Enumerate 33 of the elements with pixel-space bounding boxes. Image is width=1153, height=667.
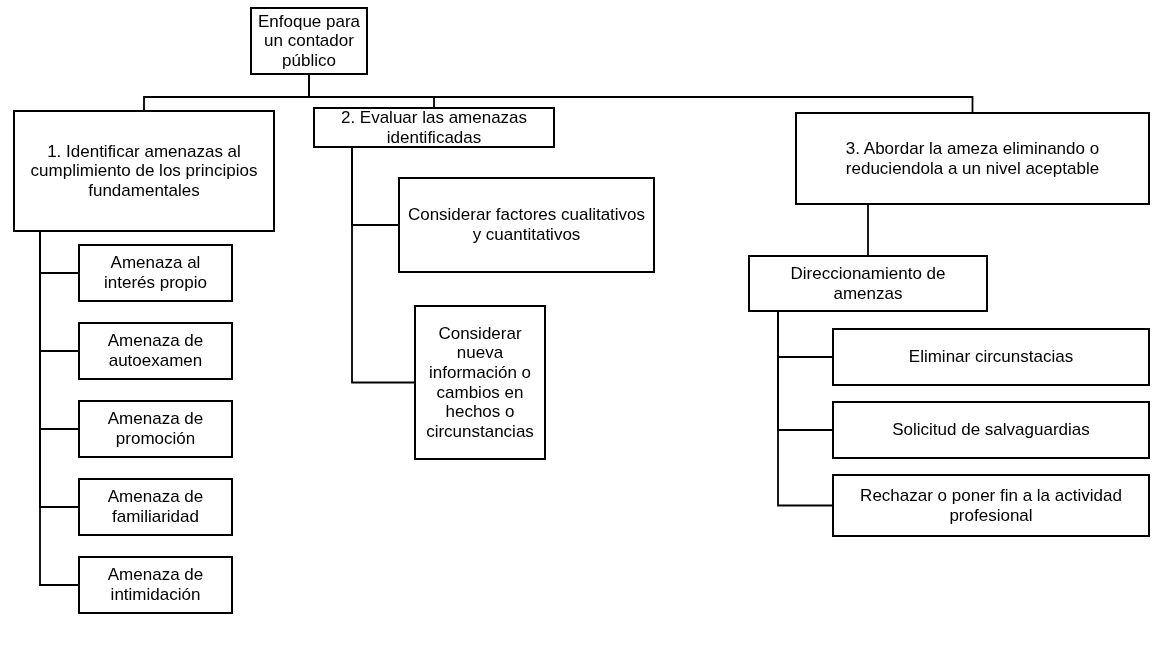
connector-line [351,147,415,384]
process-box [13,110,275,232]
box-text: Amenaza de autoexamen [106,331,205,371]
process-box [795,112,1150,205]
box-text: 2. Evaluar las amenazas identificadas [339,107,529,148]
process-box [398,177,655,273]
box-text: Amenaza al interés propio [103,253,208,293]
connector-line [777,311,833,507]
box-text: Amenaza de promoción [106,409,205,449]
box-text: Considerar nueva información o cambios en hechos o circunstancias [425,323,535,442]
process-box [250,7,368,75]
process-box [414,305,546,460]
box-text: Eliminar circunstacias [908,347,1074,367]
process-box [78,244,233,302]
connector-line [867,204,869,256]
process-box [748,255,988,312]
process-box [313,107,555,148]
box-text: Amenaza de familiaridad [106,487,205,527]
process-box [78,478,233,536]
process-box [832,328,1150,386]
box-text: Amenaza de intimidación [106,565,205,605]
box-text: 3. Abordar la ameza eliminando o reduciendola a un nivel aceptable [844,138,1101,179]
box-text: Rechazar o poner fin a la actividad profesional [859,485,1123,526]
process-box [832,474,1150,537]
box-text: Solicitud de salvaguardias [892,420,1090,440]
process-box [78,400,233,458]
process-box [78,556,233,614]
box-text: Considerar factores cualitativos y cuantitativos [406,205,647,245]
box-text: Direccionamiento de amenzas [789,263,947,304]
box-text: 1. Identificar amenazas al cumplimiento de los principios fundamentales [29,141,259,201]
process-box [832,401,1150,459]
process-box [78,322,233,380]
box-text: Enfoque para un contador público [256,11,362,71]
